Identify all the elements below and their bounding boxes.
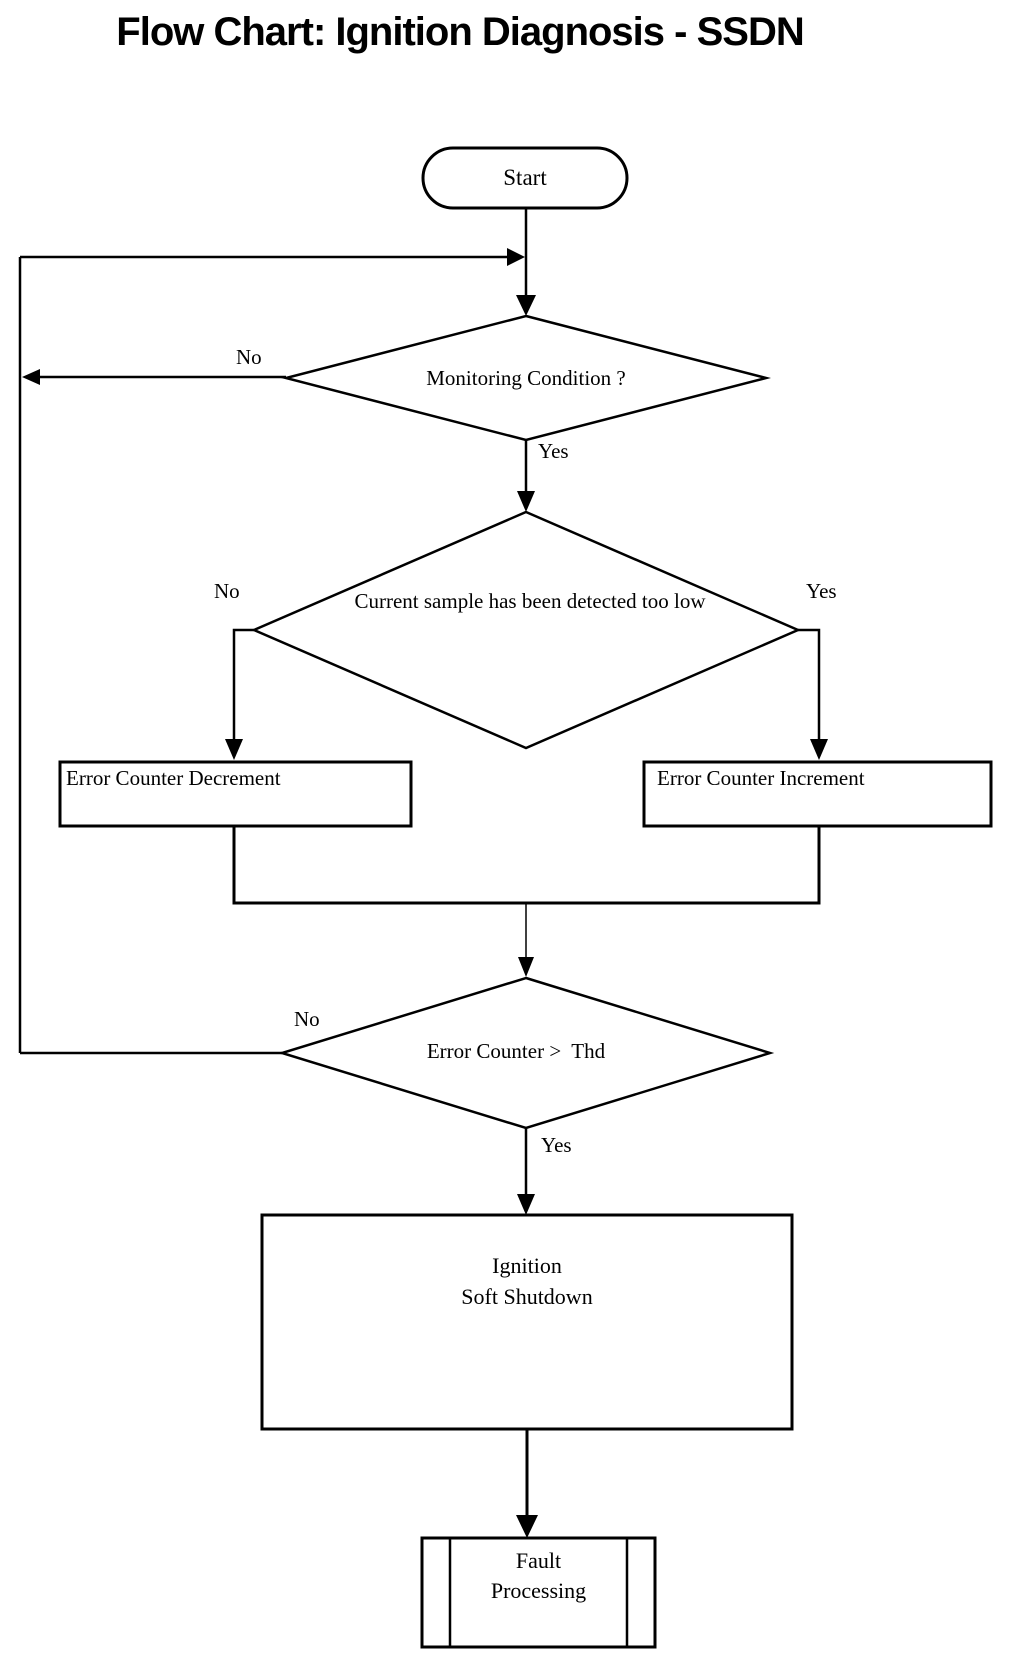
- current-sample-decision-shape: [250, 510, 802, 750]
- arrowhead-into-fault: [516, 1515, 538, 1538]
- fault-processing-shape: [420, 1536, 657, 1649]
- edge-current-sample-yes: [798, 628, 821, 741]
- error-counter-decrement-process-shape: [58, 760, 413, 828]
- fault-processing-label-line2: Processing: [490, 1578, 587, 1603]
- start-label: Start: [503, 165, 547, 190]
- arrowhead-into-decrement: [225, 739, 243, 760]
- arrowhead-into-current-sample: [517, 491, 535, 512]
- current-sample-no-label: No: [214, 579, 240, 603]
- arrowhead-into-threshold: [518, 957, 534, 977]
- edge-current-sample-no: [232, 628, 254, 741]
- fault-processing-label-line1: Fault: [515, 1548, 562, 1573]
- ignition-soft-shutdown-label: Ignition Soft Shutdown: [262, 1250, 792, 1312]
- error-counter-decrement-label: Error Counter Decrement: [66, 766, 281, 790]
- arrowhead-monitoring-no: [22, 369, 40, 385]
- ignition-soft-shutdown-label-line2: Soft Shutdown: [461, 1284, 593, 1309]
- edge-branch-merge: [232, 826, 821, 905]
- current-sample-yes-label: Yes: [806, 579, 837, 603]
- error-counter-threshold-label: Error Counter > Thd: [426, 1039, 606, 1063]
- current-sample-label: Current sample has been detected too low: [354, 589, 706, 613]
- fault-processing-label: Fault Processing: [422, 1546, 655, 1606]
- monitoring-yes-label: Yes: [538, 439, 569, 463]
- ignition-soft-shutdown-label-line1: Ignition: [492, 1253, 562, 1278]
- arrowhead-reentry: [507, 248, 525, 266]
- arrowhead-into-monitoring: [516, 295, 536, 316]
- error-counter-increment-process-shape: [642, 760, 993, 828]
- monitoring-condition-label: Monitoring Condition ?: [426, 366, 626, 390]
- page-title: Flow Chart: Ignition Diagnosis - SSDN: [116, 10, 804, 54]
- error-counter-increment-label: Error Counter Increment: [657, 766, 865, 790]
- ignition-soft-shutdown-process-shape: [260, 1213, 794, 1431]
- threshold-no-label: No: [294, 1007, 320, 1031]
- arrowhead-into-increment: [810, 739, 828, 760]
- threshold-yes-label: Yes: [541, 1133, 572, 1157]
- monitoring-no-label: No: [236, 345, 262, 369]
- arrowhead-into-shutdown: [517, 1194, 535, 1215]
